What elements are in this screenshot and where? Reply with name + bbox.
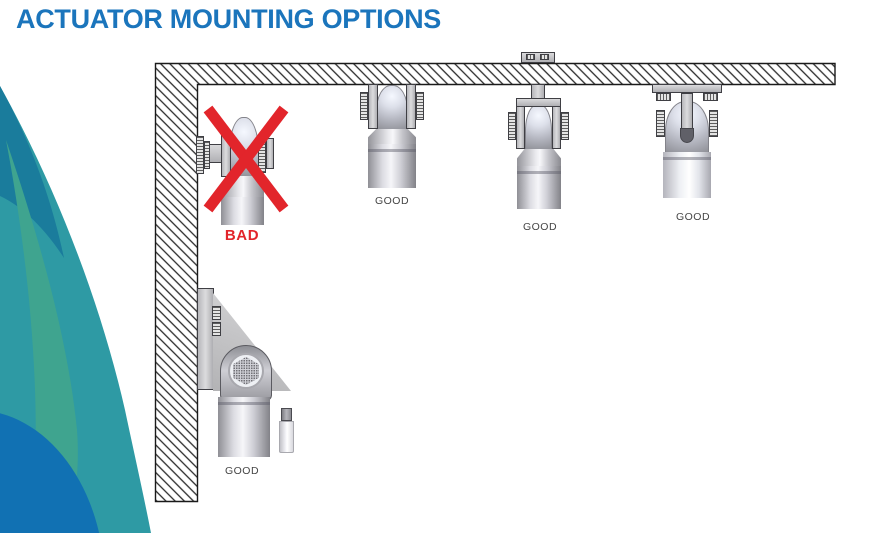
actuator-head bbox=[376, 85, 408, 129]
good-label: GOOD bbox=[224, 465, 260, 477]
clevis-pin-shaft bbox=[279, 421, 294, 453]
good-label: GOOD bbox=[374, 195, 410, 207]
bolt-washer-right-icon bbox=[416, 92, 424, 120]
top-bolt-right-icon bbox=[540, 54, 549, 60]
bolt-washer-left-icon bbox=[360, 92, 368, 120]
body-seam bbox=[663, 157, 711, 160]
top-bolt-left-icon bbox=[526, 54, 535, 60]
plate-bolt-upper-icon bbox=[212, 306, 221, 320]
actuator-neck bbox=[517, 149, 561, 166]
plate-bolt-left-icon bbox=[656, 93, 671, 101]
bracket-side-left bbox=[516, 106, 525, 149]
wall-mount-plate bbox=[197, 288, 214, 390]
actuator-neck bbox=[368, 129, 416, 144]
clevis-pin-head bbox=[281, 408, 292, 421]
page-title: ACTUATOR MOUNTING OPTIONS bbox=[16, 4, 441, 34]
plate-bolt-right-icon bbox=[703, 93, 718, 101]
body-seam bbox=[218, 402, 270, 405]
ceiling-plate bbox=[652, 84, 722, 93]
actuator-body bbox=[517, 166, 561, 209]
bolt-washer-left-icon bbox=[508, 112, 516, 140]
top-plate bbox=[521, 52, 555, 63]
pin-end-cap bbox=[266, 138, 274, 169]
bracket-crossbar bbox=[516, 98, 561, 107]
actuator-body bbox=[663, 152, 711, 198]
good-label: GOOD bbox=[675, 211, 711, 223]
pin-washer-left-icon bbox=[656, 110, 665, 137]
actuator-body bbox=[368, 144, 416, 188]
hanger-stem bbox=[531, 84, 545, 99]
actuator-body bbox=[218, 397, 270, 457]
good-label: GOOD bbox=[522, 221, 558, 233]
red-x-mark-icon bbox=[203, 105, 289, 213]
bolt-washer-right-icon bbox=[561, 112, 569, 140]
bad-label: BAD bbox=[224, 227, 260, 244]
wall-washer-stack-icon bbox=[196, 136, 204, 174]
body-seam bbox=[368, 149, 416, 152]
clevis-slot-pin bbox=[680, 128, 694, 143]
body-seam bbox=[517, 171, 561, 174]
pin-washer-right-icon bbox=[709, 110, 718, 137]
hanger-tab-left bbox=[368, 84, 378, 129]
hanger-tab-right bbox=[406, 84, 416, 129]
actuator-body bbox=[221, 197, 264, 225]
plate-bolt-lower-icon bbox=[212, 322, 221, 336]
bracket-side-right bbox=[552, 106, 561, 149]
actuator-head bbox=[525, 104, 552, 149]
brand-swoosh-graphic bbox=[0, 86, 151, 533]
